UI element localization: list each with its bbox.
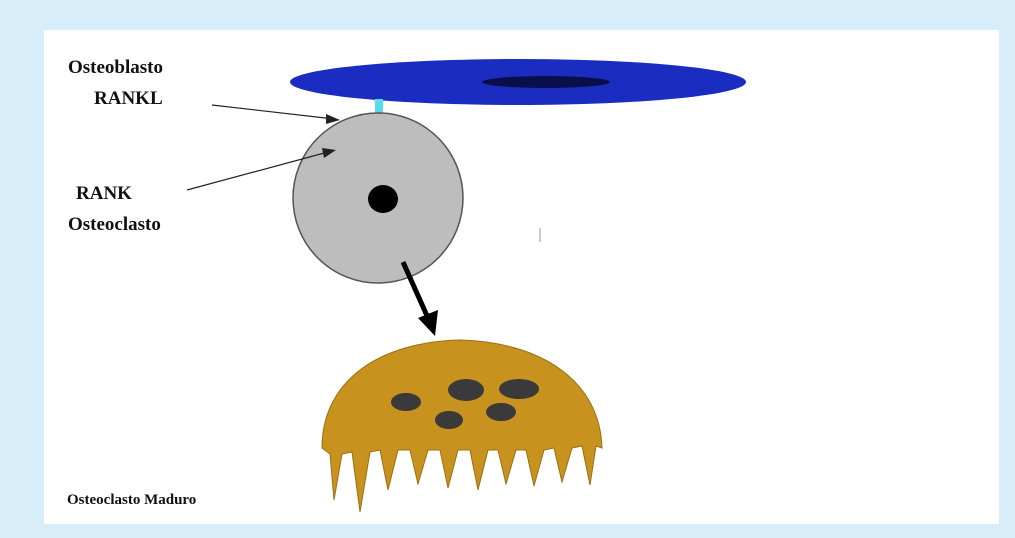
rankl-label: RANKL — [94, 89, 163, 108]
osteoblast-nucleus — [482, 76, 610, 88]
osteoclast-label: Osteoclasto — [68, 215, 161, 234]
mature-osteoclast-label: Osteoclasto Maduro — [67, 493, 196, 508]
differentiation-arrow — [403, 262, 438, 336]
osteoclast-nucleus — [368, 185, 398, 213]
artifact-mark — [539, 228, 541, 242]
rankl-pointer-arrow — [212, 105, 340, 124]
osteoblast-label: Osteoblasto — [68, 58, 163, 77]
rank-label: RANK — [76, 184, 132, 203]
mature-osteoclast-cell — [322, 340, 602, 512]
